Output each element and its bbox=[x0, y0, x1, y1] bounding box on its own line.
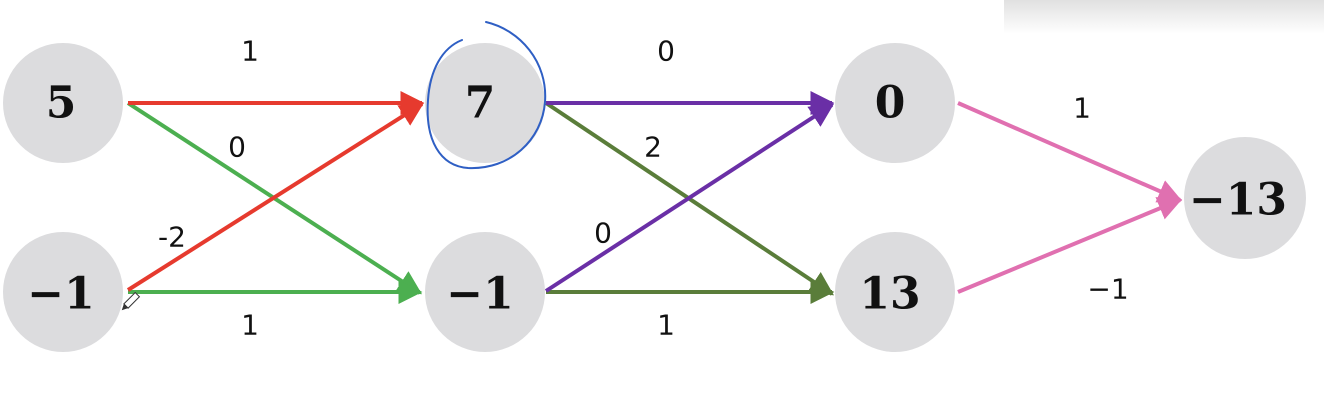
node-out: −13 bbox=[1184, 137, 1306, 259]
node-a2: −1 bbox=[3, 232, 123, 352]
node-b1: 7 bbox=[425, 43, 545, 163]
edge-c1-out bbox=[957, 101, 1183, 203]
node-b2: −1 bbox=[425, 232, 545, 352]
weight-a1-b2: 0 bbox=[228, 131, 246, 164]
weight-a1-b1: 1 bbox=[241, 35, 259, 68]
node-a1-value: 5 bbox=[46, 78, 77, 129]
node-c2-value: 13 bbox=[859, 269, 920, 320]
node-a1: 5 bbox=[3, 43, 123, 163]
annotation-circle bbox=[426, 21, 547, 170]
top-right-shadow bbox=[1004, 0, 1324, 34]
node-b1-value: 7 bbox=[465, 78, 496, 129]
weight-c2-out: −1 bbox=[1087, 273, 1128, 306]
node-b2-value: −1 bbox=[446, 269, 513, 320]
node-a2-value: −1 bbox=[27, 269, 94, 320]
weight-b1-c1: 0 bbox=[657, 35, 675, 68]
node-out-value: −13 bbox=[1189, 175, 1287, 226]
edge-c2-out bbox=[957, 197, 1183, 294]
edge-b2-c1 bbox=[544, 103, 835, 293]
node-c1: 0 bbox=[835, 43, 955, 163]
weight-b1-c2: 2 bbox=[644, 131, 662, 164]
node-c2: 13 bbox=[835, 232, 955, 352]
edge-a2-b1 bbox=[126, 102, 425, 292]
weight-b2-c1: 0 bbox=[594, 217, 612, 250]
weight-b2-c2: 1 bbox=[657, 309, 675, 342]
node-c1-value: 0 bbox=[875, 78, 906, 129]
weight-a2-b1: -2 bbox=[158, 221, 186, 254]
weight-a2-b2: 1 bbox=[241, 309, 259, 342]
weight-c1-out: 1 bbox=[1073, 92, 1091, 125]
